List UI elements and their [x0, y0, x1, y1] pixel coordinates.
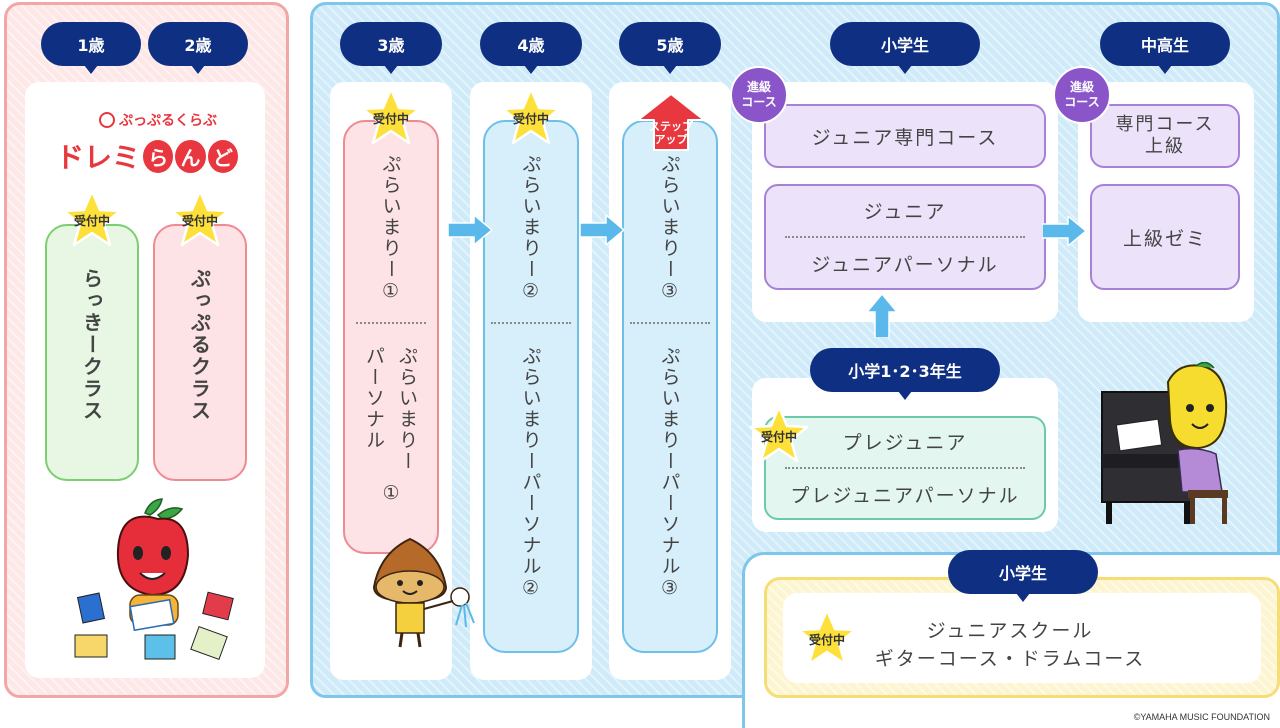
course-junior-school[interactable]: ジュニアスクール ギターコース・ドラムコース [860, 615, 1160, 675]
copyright-notice: ©YAMAHA MUSIC FOUNDATION [1133, 712, 1270, 722]
divider [785, 236, 1025, 238]
course-advanced-specialist-line2: 上級 [1145, 136, 1185, 157]
star-badge-text: 受付中 [74, 213, 110, 228]
divider [491, 322, 571, 324]
course-advanced-specialist-line1: 専門コース [1115, 114, 1215, 135]
star-badge-text: 受付中 [182, 213, 218, 228]
junior-school-card [783, 593, 1261, 683]
class-primary-1[interactable]: ぷらいまりー① ぷらいまりー パーソナル ① [343, 120, 439, 554]
class-primary-2-label: ぷらいまりー② [519, 154, 542, 304]
course-pre-junior-personal-label: プレジュニアパーソナル [790, 485, 1020, 507]
brand-small-text: ぷっぷるくらぶ [119, 113, 217, 129]
logo-char-3: ミ [112, 141, 141, 174]
class-primary-personal-1[interactable]: ぷらいまりー パーソナル [361, 346, 421, 472]
class-primary-3-label: ぷらいまりー③ [658, 154, 681, 304]
class-primary-personal-1-line1: ぷらいまりー [396, 346, 418, 472]
course-junior-school-line1: ジュニアスクール [926, 620, 1094, 642]
class-primary-2[interactable]: ぷらいまりー② ぷらいまりーパーソナル② [483, 120, 579, 653]
logo-char-5: ん [175, 139, 206, 173]
arrow-right-icon [580, 215, 624, 245]
class-primary-personal-3-label: ぷらいまりーパーソナル③ [658, 346, 681, 601]
arrow-right-icon [1042, 216, 1086, 246]
star-badge-icon: 受付中 [749, 405, 809, 463]
class-primary-personal-2-label: ぷらいまりーパーソナル② [519, 346, 542, 601]
brand-big-row: ド レ ミ ら ん ど [56, 136, 238, 176]
course-junior-specialist-label: ジュニア専門コース [811, 126, 999, 149]
lower-elementary-label[interactable]: 小学1･2･3年生 [810, 348, 1000, 400]
class-puppuru[interactable]: ぷっぷるクラス [153, 224, 247, 481]
advance-course-badge: 進級 コース [730, 66, 788, 124]
step-up-text-2: アップ [655, 132, 689, 146]
brand-logo: ぷっぷるくらぶ ド レ ミ ら ん ど [56, 110, 238, 180]
age-label-1[interactable]: 1歳 [41, 22, 141, 74]
course-junior-specialist[interactable]: ジュニア専門コース [764, 104, 1046, 168]
course-advanced-seminar[interactable]: 上級ゼミ [1090, 184, 1240, 290]
piano-character-illustration [1101, 362, 1228, 524]
star-badge-icon: 受付中 [62, 189, 122, 247]
star-badge-text: 受付中 [809, 632, 845, 647]
elementary-label[interactable]: 小学生 [830, 22, 980, 74]
star-badge-icon: 受付中 [797, 608, 857, 666]
age-label-5[interactable]: 5歳 [619, 22, 721, 74]
class-puppuru-label: ぷっぷるクラス [187, 268, 212, 422]
class-lucky-label: らっきークラス [79, 268, 104, 422]
logo-char-6: ど [207, 139, 238, 173]
apple-character-illustration [74, 498, 234, 661]
star-badge-text: 受付中 [761, 429, 797, 444]
secondary-label[interactable]: 中高生 [1100, 22, 1230, 74]
course-pre-junior[interactable]: プレジュニア プレジュニアパーソナル [764, 416, 1046, 520]
course-junior-school-line2: ギターコース・ドラムコース [874, 648, 1146, 670]
junior-school-age-label[interactable]: 小学生 [948, 550, 1098, 602]
class-primary-3[interactable]: ぷらいまりー③ ぷらいまりーパーソナル③ [622, 120, 718, 653]
logo-char-1: ド [56, 141, 85, 174]
course-junior[interactable]: ジュニア ジュニアパーソナル [764, 184, 1046, 290]
divider [356, 322, 426, 324]
divider [630, 322, 710, 324]
class-primary-personal-1-line3: ① [380, 482, 402, 506]
course-junior-personal-label: ジュニアパーソナル [811, 254, 999, 276]
face-icon [99, 112, 115, 128]
star-badge-icon: 受付中 [170, 189, 230, 247]
course-advanced-seminar-label: 上級ゼミ [1122, 227, 1207, 250]
chestnut-character-illustration [372, 537, 475, 648]
class-lucky[interactable]: らっきークラス [45, 224, 139, 481]
logo-char-4: ら [143, 139, 174, 173]
star-badge-icon: 受付中 [501, 87, 561, 145]
arrow-right-icon [448, 215, 492, 245]
age-label-3[interactable]: 3歳 [340, 22, 442, 74]
divider [785, 467, 1025, 469]
star-badge-text: 受付中 [373, 111, 409, 126]
star-badge-icon: 受付中 [361, 87, 421, 145]
age-label-4[interactable]: 4歳 [480, 22, 582, 74]
course-advanced-specialist[interactable]: 専門コース 上級 [1090, 104, 1240, 168]
age-label-2[interactable]: 2歳 [148, 22, 248, 74]
step-up-text-1: ステップ [649, 119, 694, 133]
star-badge-text: 受付中 [513, 111, 549, 126]
arrow-up-icon [867, 294, 897, 338]
step-up-arrow-icon: ステップ アップ [637, 93, 705, 151]
course-pre-junior-label: プレジュニア [842, 432, 968, 454]
class-primary-personal-1-line2: パーソナル [363, 346, 385, 451]
advance-course-badge: 進級 コース [1053, 66, 1111, 124]
logo-char-2: レ [84, 141, 113, 174]
brand-small-row: ぷっぷるくらぶ [78, 110, 238, 130]
course-junior-label: ジュニア [863, 201, 947, 223]
class-primary-1-label: ぷらいまりー① [379, 154, 402, 304]
